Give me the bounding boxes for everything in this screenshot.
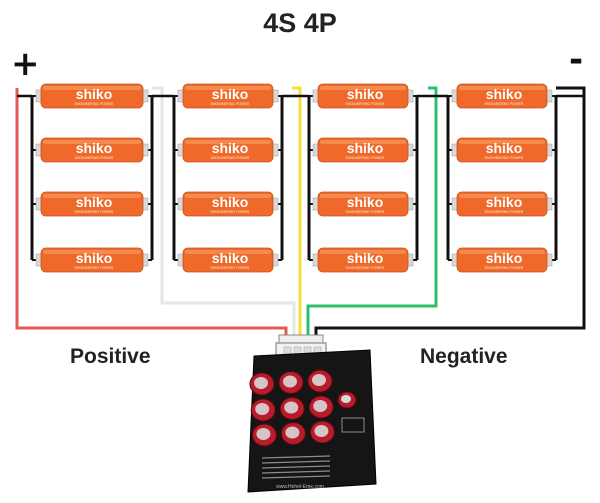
capacitor-top: [314, 425, 329, 437]
cell-brand: shiko: [212, 250, 249, 266]
board-url: www.Hehel-Eme.com: [276, 484, 324, 490]
cell-highlight: [185, 86, 271, 90]
capacitor-top: [283, 375, 297, 388]
capacitor-top: [312, 374, 326, 386]
negative-label: Negative: [420, 345, 508, 368]
cell-tagline: ENGINEERING POWER: [75, 102, 114, 106]
cell-brand: shiko: [76, 250, 113, 266]
board-text-line: [261, 475, 331, 479]
cell-highlight: [320, 250, 406, 254]
board-text-line: [261, 455, 331, 459]
positive-label: Positive: [70, 345, 151, 368]
cell-tagline: ENGINEERING POWER: [211, 210, 250, 214]
board-text-line: [261, 460, 331, 464]
cell-brand: shiko: [347, 194, 384, 210]
cell-tagline: ENGINEERING POWER: [485, 156, 524, 160]
cell-tagline: ENGINEERING POWER: [75, 210, 114, 214]
cell-tagline: ENGINEERING POWER: [211, 266, 250, 270]
negative-wire: [314, 86, 586, 338]
cell-highlight: [459, 86, 545, 90]
cell-tagline: ENGINEERING POWER: [346, 156, 385, 160]
cell-tagline: ENGINEERING POWER: [75, 156, 114, 160]
cell-brand: shiko: [212, 194, 249, 210]
cell-tagline: ENGINEERING POWER: [485, 266, 524, 270]
cell-tagline: ENGINEERING POWER: [485, 210, 524, 214]
cell-brand: shiko: [347, 250, 384, 266]
negative-sign: -: [569, 40, 584, 80]
cell-highlight: [43, 140, 141, 144]
cell-highlight: [43, 250, 141, 254]
cell-brand: shiko: [347, 86, 384, 102]
cell-brand: shiko: [486, 140, 523, 156]
cell-highlight: [320, 86, 406, 90]
cell-highlight: [459, 194, 545, 198]
capacitor-top: [254, 377, 268, 389]
positive-sign: +: [11, 44, 40, 84]
cell-highlight: [320, 140, 406, 144]
cell-highlight: [43, 86, 141, 90]
cell-tagline: ENGINEERING POWER: [346, 102, 385, 106]
board-text-line: [261, 465, 331, 469]
cell-highlight: [320, 194, 406, 198]
capacitor-top: [255, 403, 270, 415]
cell-brand: shiko: [347, 140, 384, 156]
cell-tagline: ENGINEERING POWER: [346, 210, 385, 214]
positive-wire: [15, 88, 288, 338]
cell-highlight: [185, 194, 271, 198]
ce-mark: [341, 417, 365, 433]
capacitor-top: [285, 426, 300, 439]
cell-brand: shiko: [486, 194, 523, 210]
cell-brand: shiko: [76, 194, 113, 210]
series-rails: [17, 94, 584, 261]
cell-brand: shiko: [76, 140, 113, 156]
balance-wire-2: [292, 86, 302, 338]
cell-tagline: ENGINEERING POWER: [75, 266, 114, 270]
cell-highlight: [459, 250, 545, 254]
cell-brand: shiko: [212, 140, 249, 156]
balance-wire-3: [306, 86, 438, 338]
capacitor-top: [341, 395, 351, 403]
capacitor-top: [256, 428, 271, 440]
diagram-title: 4S 4P: [263, 8, 337, 38]
cell-brand: shiko: [212, 86, 249, 102]
pcb: [247, 349, 377, 493]
wires: [15, 86, 586, 338]
cell-brand: shiko: [486, 250, 523, 266]
capacitor-top: [284, 401, 299, 414]
board-text-line: [261, 470, 331, 474]
balancer-board: www.Hehel-Eme.com: [247, 334, 377, 493]
balance-wire-1: [152, 86, 296, 338]
cell-tagline: ENGINEERING POWER: [485, 102, 524, 106]
cell-tagline: ENGINEERING POWER: [211, 102, 250, 106]
cell-tagline: ENGINEERING POWER: [211, 156, 250, 160]
cell-tagline: ENGINEERING POWER: [346, 266, 385, 270]
cell-brand: shiko: [486, 86, 523, 102]
cell-brand: shiko: [76, 86, 113, 102]
cell-highlight: [185, 140, 271, 144]
cell-highlight: [185, 250, 271, 254]
capacitor-top: [313, 400, 328, 412]
cell-highlight: [43, 194, 141, 198]
cell-highlight: [459, 140, 545, 144]
